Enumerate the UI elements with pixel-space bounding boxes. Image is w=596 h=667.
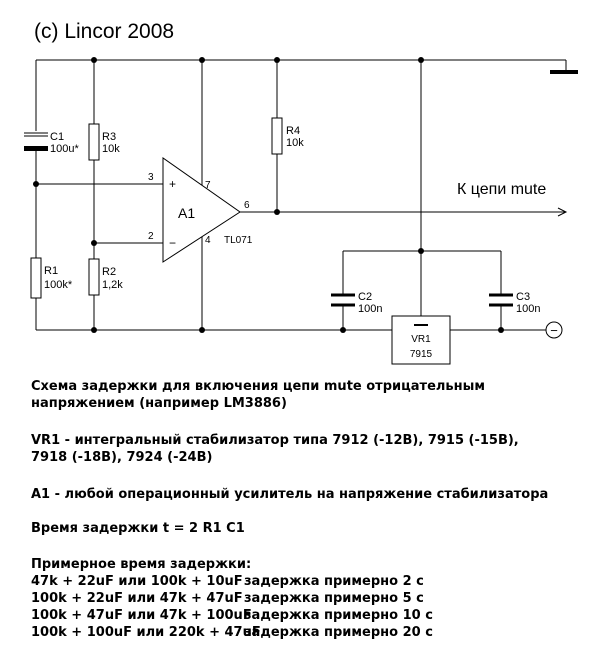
delay-value: задержка примерно 10 с [244, 608, 433, 623]
circuit-schematic: C1 100u* R3 10k R4 10k R1 100k* R2 1,2k … [24, 57, 578, 365]
junction-dot [418, 57, 424, 63]
opamp-pin-vminus: 4 [205, 235, 211, 246]
description-line-2: напряжением (например LM3886) [31, 396, 287, 411]
description-line-5: A1 - любой операционный усилитель на нап… [31, 487, 549, 502]
c1-name: C1 [50, 131, 64, 143]
junction-dot [199, 327, 205, 333]
r2-name: R2 [102, 266, 116, 278]
delay-value: задержка примерно 20 с [244, 625, 433, 640]
junctions [33, 57, 504, 333]
delay-value: задержка примерно 5 с [244, 591, 424, 606]
vr1-part: 7915 [410, 349, 433, 360]
copyright-text: (c) Lincor 2008 [34, 20, 175, 43]
opamp-pin-plus: 3 [148, 172, 154, 183]
description-line-6: Время задержки t = 2 R1 C1 [31, 521, 245, 536]
output-arrow [557, 207, 568, 217]
capacitor-c2 [331, 293, 355, 307]
r4-name: R4 [286, 125, 300, 137]
description-line-4: 7918 (-18В), 7924 (-24В) [31, 450, 213, 465]
resistor-r3 [88, 123, 100, 161]
delay-combo: 47k + 22uF или 100k + 10uF [31, 574, 243, 589]
opamp-pin-minus: 2 [148, 231, 154, 242]
opamp-a1 [162, 157, 241, 263]
output-label: К цепи mute [457, 181, 546, 198]
negative-terminal-symbol: − [550, 323, 558, 338]
c3-name: C3 [516, 291, 530, 303]
opamp-part: TL071 [224, 235, 253, 246]
resistor-r1 [30, 257, 42, 299]
delay-combo: 100k + 22uF или 47k + 47uF [31, 591, 243, 606]
resistor-r4 [271, 117, 283, 155]
junction-dot [199, 57, 205, 63]
junction-dot [91, 240, 97, 246]
capacitor-c1 [24, 132, 48, 151]
opamp-name: A1 [178, 205, 195, 221]
junction-dot [274, 209, 280, 215]
vr1-name: VR1 [411, 334, 431, 345]
opamp-minus-sign: − [169, 236, 176, 250]
junction-dot [274, 57, 280, 63]
capacitor-c3 [489, 293, 513, 307]
description-line-1: Схема задержки для включения цепи mute о… [31, 379, 485, 394]
c2-name: C2 [358, 291, 372, 303]
junction-dot [91, 327, 97, 333]
r3-name: R3 [102, 131, 116, 143]
junction-dot [498, 327, 504, 333]
r1-value: 100k* [44, 279, 73, 291]
c2-value: 100n [358, 303, 382, 315]
description-line-3: VR1 - интегральный стабилизатор типа 791… [31, 433, 519, 448]
delay-combo: 100k + 47uF или 47k + 100uF [31, 608, 252, 623]
opamp-plus-sign: + [169, 177, 176, 191]
junction-dot [340, 327, 346, 333]
r4-value: 10k [286, 137, 304, 149]
c3-value: 100n [516, 303, 540, 315]
description-line-7: Примерное время задержки: [31, 557, 252, 572]
opamp-pin-vplus: 7 [205, 180, 211, 191]
resistor-r2 [88, 258, 100, 296]
r2-value: 1,2k [102, 279, 123, 291]
opamp-pin-out: 6 [244, 200, 250, 211]
r1-name: R1 [44, 265, 58, 277]
junction-dot [33, 181, 39, 187]
delay-value: задержка примерно 2 с [244, 574, 424, 589]
c1-value: 100u* [50, 143, 79, 155]
junction-dot [91, 57, 97, 63]
r3-value: 10k [102, 143, 120, 155]
delay-combo: 100k + 100uF или 220k + 47uF [31, 625, 261, 640]
negative-terminal [545, 321, 563, 339]
junction-dot [418, 248, 424, 254]
